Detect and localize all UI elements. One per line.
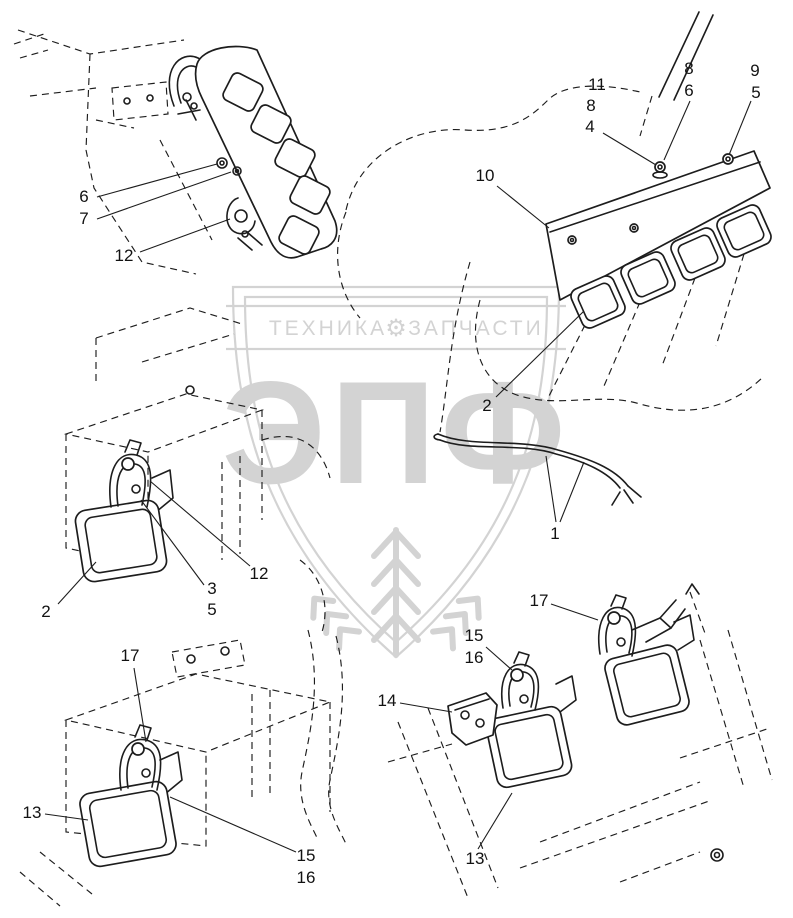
callout-5-15: 5 [207,600,217,619]
panel-surface-bolts [567,223,639,245]
cab-console-top-left [13,29,338,275]
center-structure [261,435,347,845]
callout-15-19: 15 [296,846,316,865]
callout-10-10: 10 [475,166,495,185]
callout-2-11: 2 [482,396,492,415]
callout-7-1: 7 [79,209,89,228]
watermark-brand-text: ЭПФ [222,351,570,514]
wiring-harness-item-1 [433,433,642,506]
callout-16-23: 16 [464,648,484,667]
callout-13-18: 13 [22,803,42,822]
panel-lamp-lenses [570,204,772,329]
callout-4-5: 4 [585,117,595,136]
callout-12-2: 12 [114,246,134,265]
panel-body [545,150,771,301]
callout-2-16: 2 [41,602,51,621]
callout-9-8: 9 [750,61,760,80]
bolt-items-4-6-8-11 [652,161,668,179]
callout-17-21: 17 [529,591,549,610]
callout-13-25: 13 [465,849,485,868]
callout-12-13: 12 [249,564,269,583]
callout-6-7: 6 [684,81,694,100]
callout-16-20: 16 [296,868,316,887]
roof-lamp-panel-top-right [337,11,772,506]
callout-15-22: 15 [464,626,484,645]
callout-17-17: 17 [120,646,140,665]
work-lamp [485,651,577,789]
work-lamp [79,724,183,868]
callout-1-12: 1 [550,524,560,543]
gear-icon: ⚙ [385,315,407,342]
callout-8-4: 8 [586,96,596,115]
callout-8-6: 8 [684,59,694,78]
work-lamp-bottom-left [19,639,332,907]
bolt-item-6 [216,157,228,169]
mounting-plate-item-14 [447,692,498,746]
wheat-emblem-icon [310,527,482,658]
work-lamp [74,439,174,583]
leader-lines [44,100,752,853]
console-lamp-lenses [222,72,331,255]
work-lamps-bottom-right [387,583,773,899]
callout-6-0: 6 [79,187,89,206]
work-lamp [598,594,695,726]
callout-3-14: 3 [207,579,217,598]
callout-11-3: 11 [588,75,606,94]
frame-bolt [710,848,724,862]
callout-5-9: 5 [751,83,761,102]
callout-14-24: 14 [377,691,397,710]
bolt-items-5-9 [722,153,734,165]
watermark-band-left-text: ТЕХНИКА [269,317,387,340]
watermark-band-right-text: ЗАПЧАСТИ [408,317,543,340]
watermark: ТЕХНИКА ⚙ ЗАПЧАСТИ ЭПФ [222,285,570,659]
small-lamp-item-12 [226,197,263,251]
work-lamp-middle-left [63,307,265,583]
bolt-item-7 [232,166,242,176]
